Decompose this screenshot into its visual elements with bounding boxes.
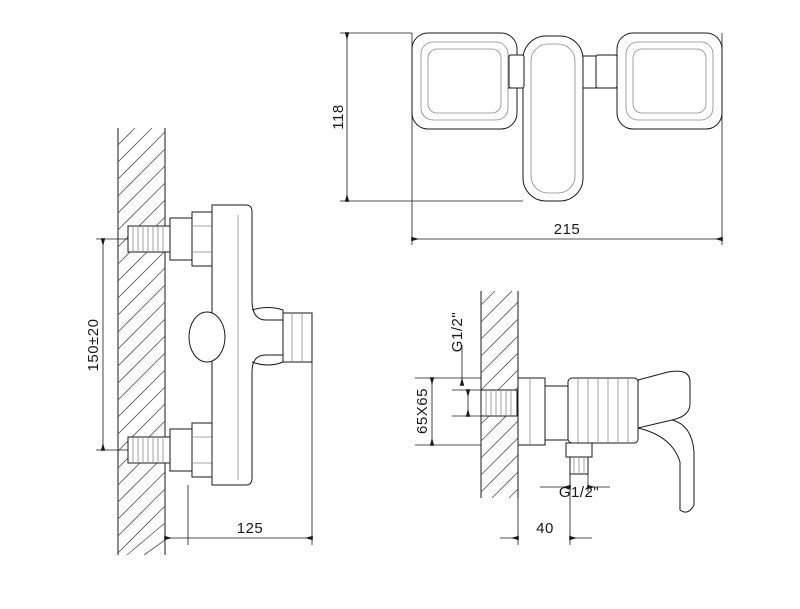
side-left-upper-inlet [127,211,213,267]
dimension-label-outlet-thread: G1/2" [559,484,599,501]
dimension-label-height: 118 [330,104,347,129]
wall-hatching-left [117,127,166,556]
dimension-label-spacing: 150±20 [85,319,102,372]
front-view-body [522,35,584,202]
dimension-offset-40: 40 [500,445,592,545]
front-view-extension-lines [340,32,723,245]
dimension-height-118: 118 [330,32,350,202]
front-view-left-handle [411,32,525,130]
side-right-inlet [480,389,518,417]
dimension-label-projection: 125 [237,520,264,537]
dimension-label-offset: 40 [536,520,554,537]
side-right-body [567,370,695,513]
side-left-dimension-lines: 150±20 125 [85,238,313,545]
dimension-label-width: 215 [554,221,581,238]
dimension-label-flange: 65X65 [414,388,431,434]
dimension-flange-65x65: 65X65 [414,377,481,446]
side-right-outlet [565,442,593,475]
side-right-view: 65X65 G1/2" G1/2" [414,290,695,545]
front-view-right-handle [583,32,723,130]
side-left-lower-inlet [127,422,213,478]
dimension-label-inlet-thread: G1/2" [449,312,466,352]
side-right-flange [517,377,569,446]
dimension-inlet-thread: G1/2" [449,312,481,417]
dimension-outlet-thread: G1/2" [540,474,610,501]
front-view: 118 215 [330,32,723,245]
dimension-width-215: 215 [411,221,723,242]
side-left-view: 150±20 125 [85,127,313,556]
side-left-body [188,204,313,486]
